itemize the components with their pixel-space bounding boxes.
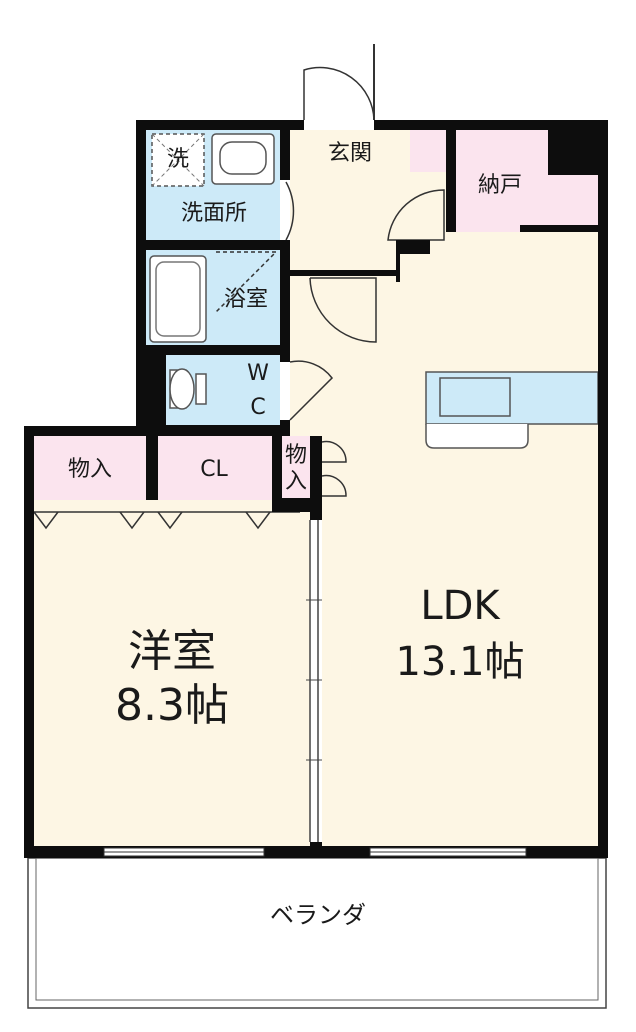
cl-floor [158,436,272,500]
western-room-name: 洋室 [128,626,216,677]
cl-label: CL [200,457,228,482]
entrance-label: 玄関 [328,141,372,166]
western-room-size: 8.3帖 [115,680,229,731]
ldk-size: 13.1帖 [395,639,524,685]
wash-mark-label: 洗 [167,147,189,172]
bath-label: 浴室 [224,287,268,312]
wc-w-label: W [247,361,269,386]
storage-left-floor [34,436,146,500]
bathtub [149,255,207,343]
entrance-shoe-closet [410,130,446,172]
kitchen-bar [425,424,529,449]
fixtures [149,133,275,410]
storage-small-label-2: 入 [285,469,307,494]
cl-doors [157,511,271,530]
wc-door [289,360,333,421]
balcony-label: ベランダ [270,901,366,929]
sliding-partition [306,520,322,842]
nando-label: 納戸 [478,173,522,198]
ldk-floor [290,225,598,848]
storage-small-label-1: 物 [285,443,307,468]
wash-basin [211,133,275,185]
doors [33,44,445,842]
washroom-door [285,181,295,241]
balcony [27,857,607,1009]
ldk-door [309,277,377,343]
storage-left-label: 物入 [68,457,112,482]
storage-door [321,440,347,497]
western-floor [34,500,310,848]
entrance-inner-door [387,189,445,241]
room-labels: 洗 洗面所 玄関 納戸 浴室 W C 物入 CL 物 入 洋室 8.3帖 LDK… [68,141,525,929]
washroom-label: 洗面所 [181,201,247,226]
ldk-name: LDK [420,583,501,629]
storage-small-floor [282,436,310,498]
kitchen-sink [439,377,511,417]
storage-left-doors [33,511,145,530]
walls [24,120,608,858]
wc-c-label: C [250,395,265,420]
nando-floor [456,130,598,232]
entrance-step [290,130,410,172]
bath-door [215,251,278,313]
front-door [303,66,375,121]
